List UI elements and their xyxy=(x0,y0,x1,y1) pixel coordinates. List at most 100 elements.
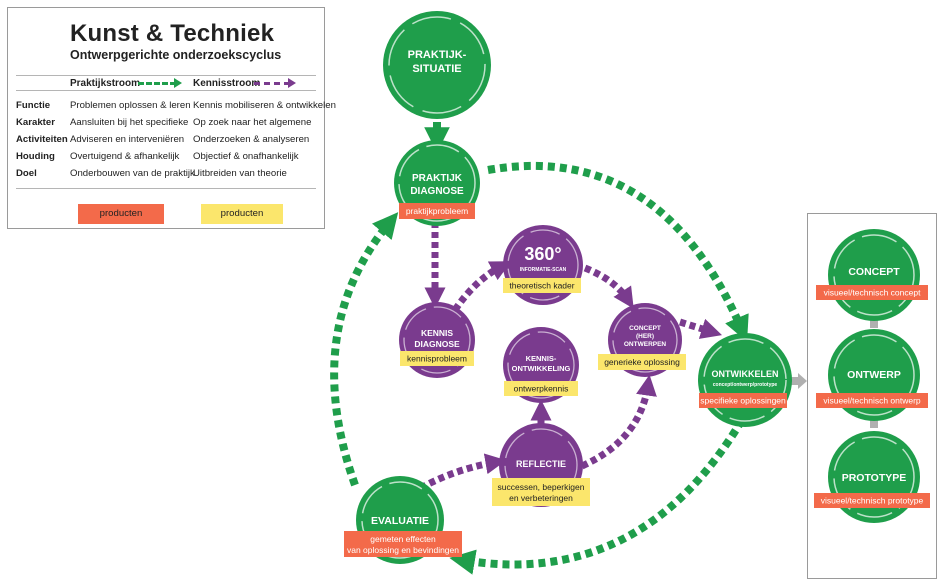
praktijkstroom-arrowhead-icon xyxy=(174,78,182,88)
gemeten-effecten-tag-line1: gemeten effecten xyxy=(370,534,436,544)
praktijkprobleem-tag xyxy=(399,203,475,219)
kennisstroom-arrow xyxy=(254,82,290,85)
concept-ring xyxy=(833,234,915,316)
successen-tag xyxy=(492,478,590,506)
kennisstroom-header: Kennisstroom xyxy=(193,78,261,89)
ontwikkelen-line2: concept/ontwerp/prototype xyxy=(713,382,778,388)
node-praktijkdiagnose[interactable]: PRAKTIJK DIAGNOSE praktijkprobleem xyxy=(394,140,480,226)
node-ontwikkelen[interactable]: ONTWIKKELEN concept/ontwerp/prototype sp… xyxy=(698,333,792,427)
legend-title: Kunst & Techniek xyxy=(70,20,275,47)
conceptontwerpen-line2: (HER) xyxy=(636,333,654,340)
arc-evaluatie-to-diagnose xyxy=(330,212,399,487)
legend-subtitle: Ontwerpgerichte onderzoekscyclus xyxy=(70,48,282,62)
product-ontwerp[interactable]: ONTWERP visueel/technisch ontwerp xyxy=(816,329,928,421)
ontwikkelen-circle xyxy=(698,333,792,427)
praktijksituatie-circle xyxy=(383,11,491,119)
praktijkdiagnose-ring xyxy=(398,144,476,222)
praktijkdiagnose-line1: PRAKTIJK xyxy=(412,173,463,184)
node-360-scan[interactable]: 360° INFORMATIE-SCAN theoretisch kader xyxy=(503,225,583,305)
ontwerp-title: ONTWERP xyxy=(847,369,901,381)
praktijk-producten-tag: producten xyxy=(78,204,164,224)
praktijksituatie-line1: PRAKTIJK- xyxy=(408,49,467,61)
reflectie-title: REFLECTIE xyxy=(516,459,566,469)
arrow-360-to-concept xyxy=(583,264,634,309)
kennisprobleem-tag-text: kennisprobleem xyxy=(407,354,467,364)
legend-divider-bottom xyxy=(16,188,316,189)
praktijkdiagnose-line2: DIAGNOSE xyxy=(410,186,464,197)
row-label-activiteiten: Activiteiten xyxy=(16,134,68,145)
node-concept-ontwerpen[interactable]: CONCEPT (HER) ONTWERPEN generieke oploss… xyxy=(598,303,686,377)
scan360-line2: INFORMATIE-SCAN xyxy=(520,267,567,273)
praktijkprobleem-tag-text: praktijkprobleem xyxy=(406,206,468,216)
kennisdiagnose-line2: DIAGNOSE xyxy=(414,339,460,349)
evaluatie-ring xyxy=(361,481,439,559)
product-prototype[interactable]: PROTOTYPE visueel/technisch prototype xyxy=(814,431,930,523)
ontwerp-tag-text: visueel/technisch ontwerp xyxy=(823,396,921,406)
arrow-reflectie-to-concept xyxy=(580,374,657,470)
row-label-functie: Functie xyxy=(16,100,51,111)
ontwerpkennis-tag-text: ontwerpkennis xyxy=(514,384,569,394)
row-label-karakter: Karakter xyxy=(16,117,55,128)
arrow-kennisdiagnose-to-360 xyxy=(452,261,512,312)
conceptontwerpen-line3: ONTWERPEN xyxy=(624,341,667,348)
successen-tag-line2: en verbeteringen xyxy=(509,493,573,503)
conceptontwerpen-ring xyxy=(612,307,678,373)
prototype-ring xyxy=(833,436,915,518)
grey-arrow-ontwikkelen xyxy=(788,377,798,385)
row-kennis-houding: Objectief & onafhankelijk xyxy=(193,151,299,162)
product-concept[interactable]: CONCEPT visueel/technisch concept xyxy=(816,229,928,321)
kennisontwikkeling-line2: ONTWIKKELING xyxy=(512,364,571,373)
praktijkstroom-arrow xyxy=(138,82,176,85)
node-evaluatie[interactable]: EVALUATIE gemeten effecten van oplossing… xyxy=(344,476,462,564)
row-praktijk-karakter: Aansluiten bij het specifieke xyxy=(70,117,189,128)
prototype-tag-text: visueel/technisch prototype xyxy=(821,496,924,506)
kennis-producten-tag: producten xyxy=(201,204,283,224)
legend-divider-header xyxy=(16,90,316,91)
scan360-ring xyxy=(507,229,579,301)
arrow-evaluatie-to-reflectie xyxy=(410,453,507,496)
concept-tag xyxy=(816,285,928,300)
row-kennis-activiteiten: Onderzoeken & analyseren xyxy=(193,134,310,145)
ontwerp-ring xyxy=(833,334,915,416)
kennisontwikkeling-line1: KENNIS- xyxy=(526,354,557,363)
arc-ontwikkelen-to-evaluatie xyxy=(449,417,746,575)
row-kennis-doel: Uitbreiden van theorie xyxy=(193,168,287,179)
kennisstroom-arrowhead-icon xyxy=(288,78,296,88)
grey-arrow-concept-ontwerp xyxy=(870,318,878,328)
arc-diagnose-to-ontwikkelen xyxy=(487,162,749,342)
row-kennis-karakter: Op zoek naar het algemene xyxy=(193,117,312,128)
gemeten-effecten-tag-line2: van oplossing en bevindingen xyxy=(347,545,459,555)
theoretisch-kader-tag xyxy=(503,278,581,293)
prototype-tag xyxy=(814,493,930,508)
concept-title: CONCEPT xyxy=(848,266,900,278)
kennisprobleem-tag xyxy=(400,351,474,366)
legend-divider-top xyxy=(16,75,316,76)
node-kennisdiagnose[interactable]: KENNIS DIAGNOSE kennisprobleem xyxy=(399,302,475,378)
concept-tag-text: visueel/technisch concept xyxy=(824,288,922,298)
prototype-title: PROTOTYPE xyxy=(842,472,907,484)
specifieke-oplossingen-tag-text: specifieke oplossingen xyxy=(700,396,786,406)
evaluatie-title: EVALUATIE xyxy=(371,515,429,527)
ontwerpkennis-tag xyxy=(504,381,578,396)
ontwikkelen-ring xyxy=(703,338,787,422)
gemeten-effecten-tag xyxy=(344,531,462,557)
grey-arrows xyxy=(788,318,878,428)
node-kennisontwikkeling[interactable]: KENNIS- ONTWIKKELING ontwerpkennis xyxy=(503,327,579,403)
legend-panel: Kunst & Techniek Ontwerpgerichte onderzo… xyxy=(7,7,336,229)
node-praktijksituatie[interactable]: PRAKTIJK- SITUATIE xyxy=(383,11,491,119)
ontwerp-tag xyxy=(816,393,928,408)
kennisdiagnose-line1: KENNIS xyxy=(421,328,453,338)
kennisdiagnose-ring xyxy=(403,306,471,374)
scan360-line1: 360° xyxy=(524,244,561,264)
row-label-houding: Houding xyxy=(16,151,55,162)
row-praktijk-houding: Overtuigend & afhankelijk xyxy=(70,151,180,162)
praktijksituatie-ring xyxy=(388,16,486,114)
grey-arrow-ontwerp-prototype xyxy=(870,418,878,428)
node-reflectie[interactable]: REFLECTIE successen, beperkigen en verbe… xyxy=(492,423,590,507)
successen-tag-line1: successen, beperkigen xyxy=(498,482,585,492)
row-praktijk-functie: Problemen oplossen & leren xyxy=(70,100,191,111)
conceptontwerpen-line1: CONCEPT xyxy=(629,325,661,332)
praktijkstroom-header: Praktijkstroom xyxy=(70,78,141,89)
row-praktijk-doel: Onderbouwen van de praktijk xyxy=(70,168,195,179)
